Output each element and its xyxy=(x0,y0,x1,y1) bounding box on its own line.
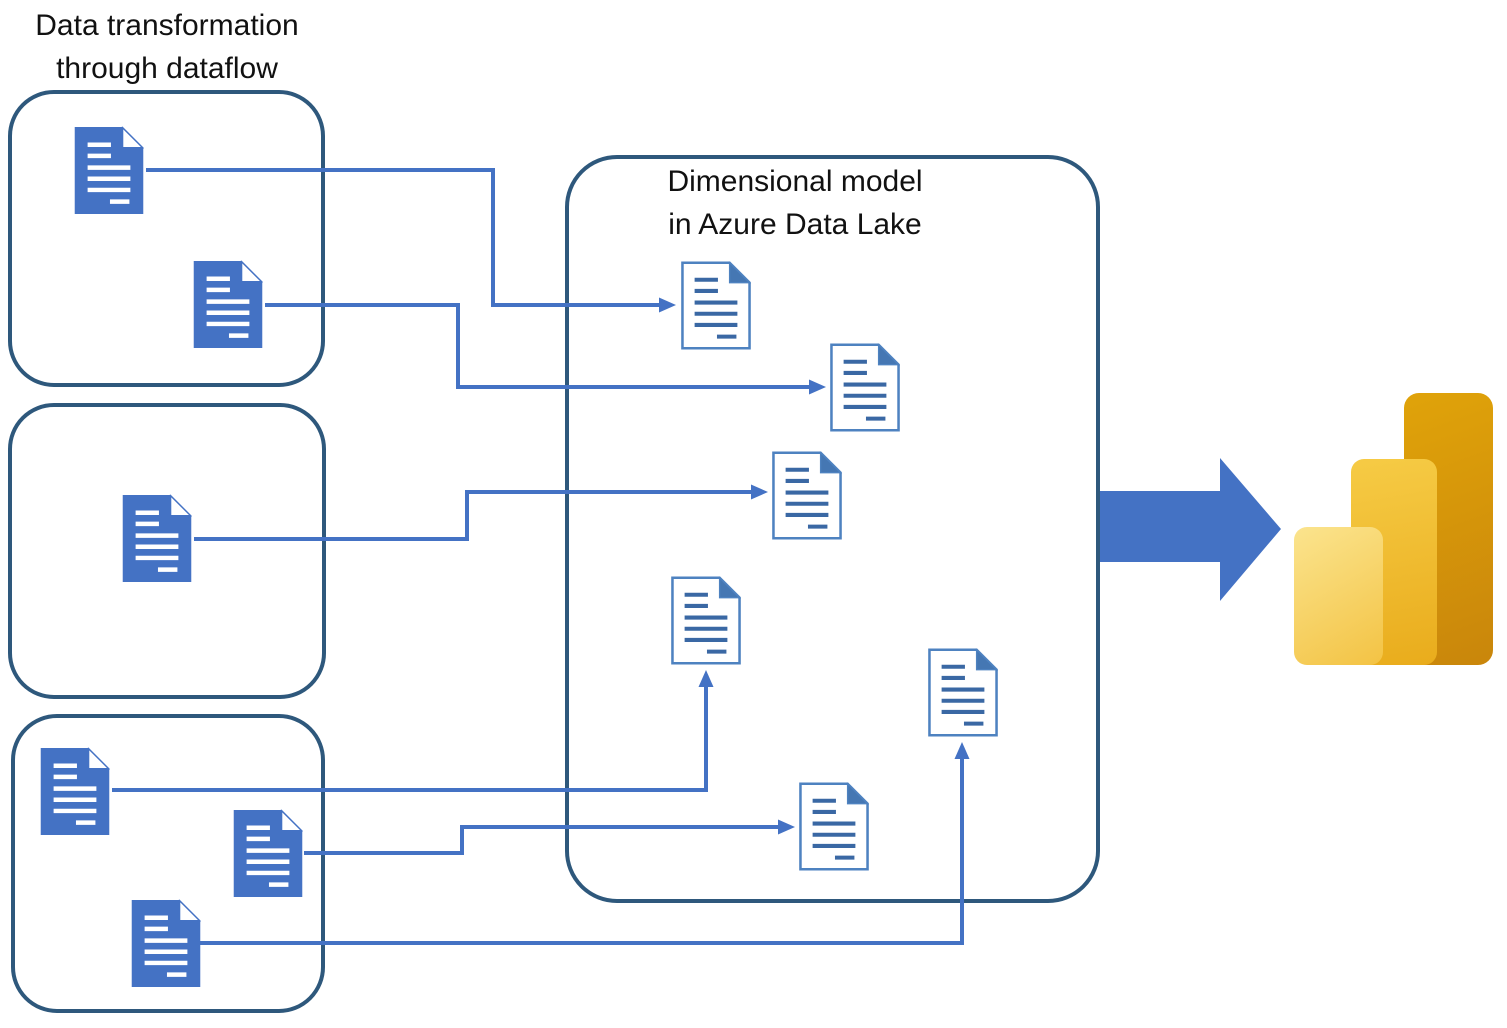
document-outline-icon xyxy=(772,451,842,540)
document-icon xyxy=(74,126,144,215)
document-outline-icon xyxy=(928,648,998,737)
document-outline-icon xyxy=(799,782,869,871)
document-icon xyxy=(40,747,110,836)
left-group-title: Data transformation through dataflow xyxy=(0,4,334,90)
left-title-line1: Data transformation xyxy=(35,9,299,42)
big-right-arrow-icon xyxy=(1100,458,1281,601)
model-title-line2: in Azure Data Lake xyxy=(668,208,922,241)
document-outline-icon xyxy=(681,261,751,350)
model-title-line1: Dimensional model xyxy=(667,165,923,198)
document-icon xyxy=(193,260,263,349)
document-outline-icon xyxy=(671,576,741,665)
source-group-box-1 xyxy=(8,90,325,387)
powerbi-bar-short xyxy=(1294,527,1383,665)
document-icon xyxy=(131,899,201,988)
document-icon xyxy=(233,809,303,898)
document-outline-icon xyxy=(830,343,900,432)
document-icon xyxy=(122,494,192,583)
dimensional-model-title: Dimensional model in Azure Data Lake xyxy=(630,160,960,246)
left-title-line2: through dataflow xyxy=(56,52,278,85)
